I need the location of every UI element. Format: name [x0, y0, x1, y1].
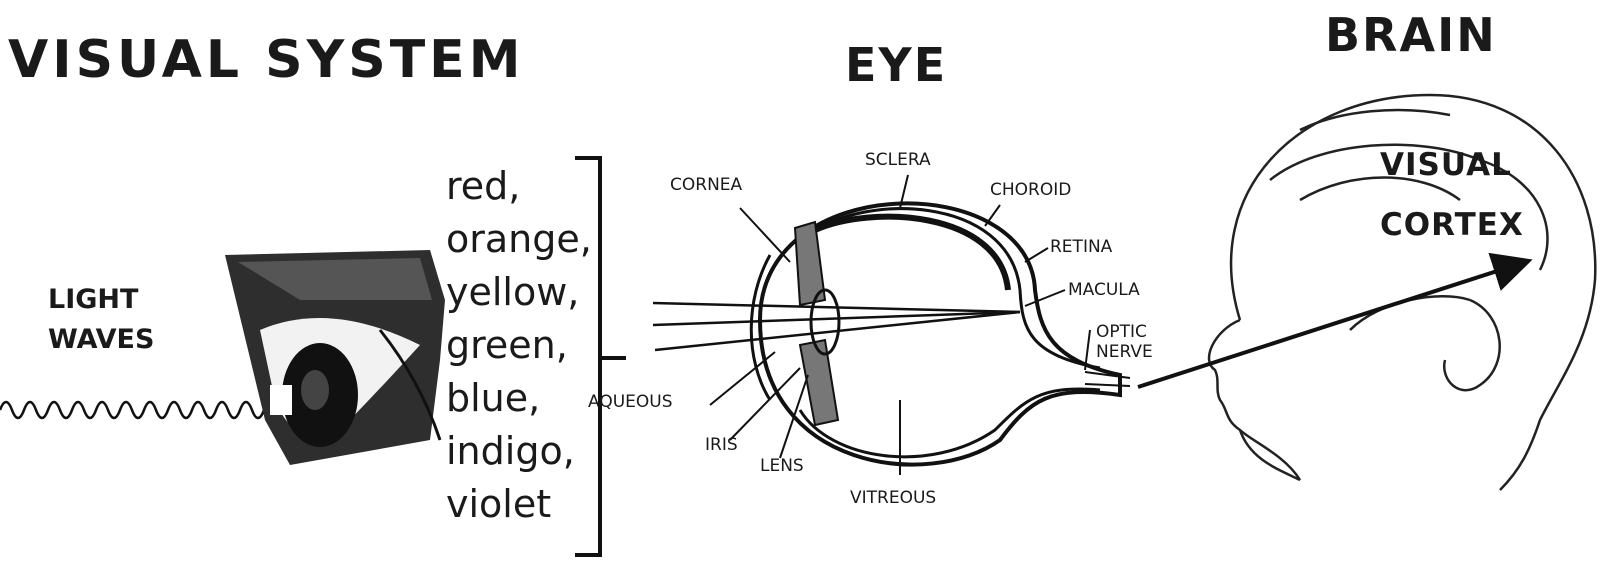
light-wave-icon: [0, 402, 288, 418]
retina-label: RETINA: [1050, 237, 1112, 257]
external-eye-icon: [225, 250, 445, 465]
aqueous-label: AQUEOUS: [588, 392, 673, 412]
light-waves-line2: WAVES: [48, 320, 154, 360]
lens-label: LENS: [760, 456, 804, 476]
signal-arrow: [1138, 262, 1525, 387]
color-item: indigo,: [446, 425, 592, 478]
color-item: red,: [446, 160, 592, 213]
iris-label: IRIS: [705, 435, 738, 455]
visual-system-title: VISUAL SYSTEM: [8, 30, 524, 90]
color-item: orange,: [446, 213, 592, 266]
nerve-line: NERVE: [1096, 342, 1153, 362]
eye-title: EYE: [845, 38, 947, 92]
cornea-label: CORNEA: [670, 175, 742, 195]
visual-line: VISUAL: [1380, 135, 1524, 195]
visual-cortex-label: VISUAL CORTEX: [1380, 135, 1524, 255]
brain-title: BRAIN: [1325, 8, 1497, 62]
color-item: green,: [446, 319, 592, 372]
light-waves-line1: LIGHT: [48, 280, 154, 320]
macula-label: MACULA: [1068, 280, 1140, 300]
optic-nerve-label: OPTIC NERVE: [1096, 322, 1153, 362]
color-item: blue,: [446, 372, 592, 425]
color-list: red, orange, yellow, green, blue, indigo…: [446, 160, 592, 531]
color-item: yellow,: [446, 266, 592, 319]
optic-line: OPTIC: [1096, 322, 1153, 342]
sclera-label: SCLERA: [865, 150, 931, 170]
color-item: violet: [446, 478, 592, 531]
cortex-line: CORTEX: [1380, 195, 1524, 255]
choroid-label: CHOROID: [990, 180, 1071, 200]
vitreous-label: VITREOUS: [850, 488, 936, 508]
light-waves-label: LIGHT WAVES: [48, 280, 154, 360]
